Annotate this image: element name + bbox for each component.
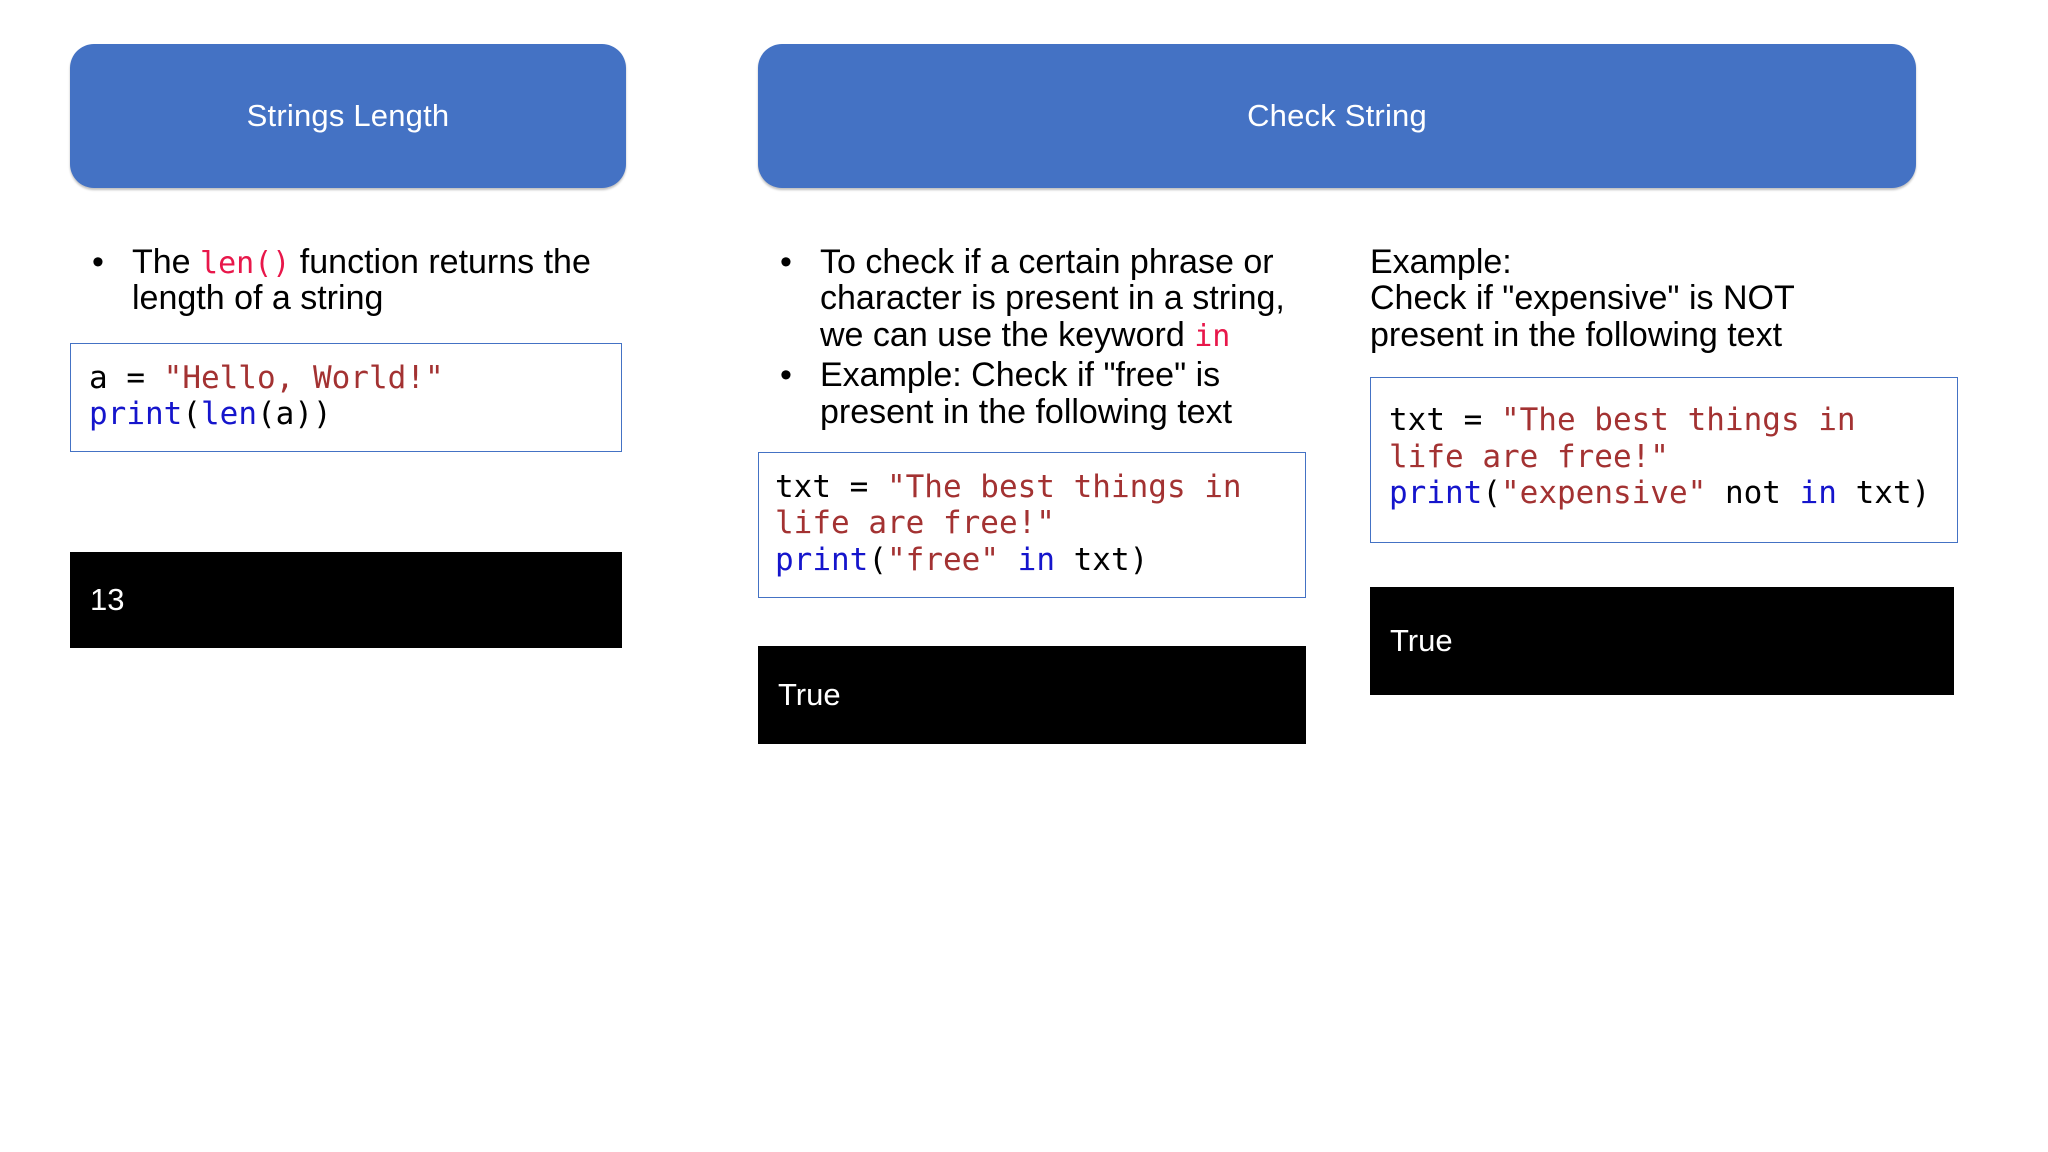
list-item: • The len() function returns the length o…: [70, 244, 640, 317]
code-token: (: [1482, 475, 1501, 512]
code-token: not: [1706, 475, 1800, 512]
code-token: a =: [89, 359, 164, 396]
code-line: print("free" in txt): [775, 542, 1289, 579]
list-item: • To check if a certain phrase or charact…: [758, 244, 1318, 353]
banner-strings-length-label: Strings Length: [246, 98, 450, 133]
bullet-dot-icon: •: [780, 243, 792, 281]
code-token: print: [1389, 475, 1483, 512]
code-token: txt): [1054, 542, 1149, 579]
code-token: print: [775, 542, 869, 579]
console-output-check-string: True: [758, 645, 1306, 744]
code-block-not-in-example: txt = "The best things in life are free!…: [1370, 377, 1958, 543]
bullet-dot-icon: •: [780, 356, 792, 395]
inline-code-in: in: [1194, 318, 1231, 354]
console-output-not-in-example: True: [1370, 586, 1954, 695]
console-output-text: 13: [90, 581, 125, 617]
code-token: "free": [887, 542, 999, 579]
console-output-strings-length: 13: [70, 551, 622, 648]
console-output-text: True: [778, 676, 841, 712]
bullet-text-pre: To check if a certain phrase or characte…: [820, 243, 1285, 354]
code-token: (: [182, 396, 201, 433]
code-line: txt = "The best things in life are free!…: [775, 469, 1289, 542]
code-token: (a)): [257, 396, 332, 433]
example-line: Example:: [1370, 243, 1512, 281]
code-token: print: [89, 396, 183, 433]
code-line: print("expensive" not in txt): [1389, 475, 1939, 512]
code-token: len: [201, 396, 257, 433]
example-description: Example: Check if "expensive" is NOT pre…: [1370, 243, 1970, 354]
code-token: txt =: [775, 468, 887, 505]
example-line: present in the following text: [1370, 315, 1783, 354]
bullet-text-pre: Example: Check if "free" is present in t…: [820, 356, 1233, 431]
column-check-string: • To check if a certain phrase or charact…: [758, 244, 1318, 744]
code-token: in: [1017, 542, 1055, 579]
inline-code-len: len(): [200, 246, 291, 281]
bullet-dot-icon: •: [92, 243, 104, 281]
code-block-strings-length: a = "Hello, World!"print(len(a)): [70, 342, 622, 452]
bullet-list-strings-length: • The len() function returns the length o…: [70, 244, 640, 317]
code-token: in: [1799, 475, 1837, 512]
code-line: a = "Hello, World!": [89, 360, 603, 397]
code-line: print(len(a)): [89, 396, 603, 433]
banner-check-string: Check String: [758, 44, 1916, 188]
banner-check-string-label: Check String: [1247, 98, 1427, 133]
code-token: "The best things in life are free!": [775, 468, 1261, 542]
code-token: "Hello, World!": [163, 359, 444, 396]
example-line: Check if "expensive" is NOT: [1370, 279, 1795, 318]
list-item: • Example: Check if "free" is present in …: [758, 357, 1318, 430]
bullet-list-check-string: • To check if a certain phrase or charact…: [758, 244, 1318, 430]
bullet-text-pre: The: [132, 243, 201, 281]
code-token: (: [868, 542, 887, 579]
code-token: "The best things in life are free!": [1389, 402, 1875, 475]
console-output-text: True: [1390, 622, 1453, 658]
code-token: txt =: [1389, 402, 1501, 439]
bullet-text-post: function returns the length of a string: [132, 243, 591, 318]
code-token: "expensive": [1501, 475, 1707, 512]
code-token: [999, 542, 1018, 578]
banner-strings-length: Strings Length: [70, 44, 626, 188]
code-token: txt): [1836, 475, 1931, 512]
code-block-check-string: txt = "The best things in life are free!…: [758, 451, 1306, 598]
code-line: txt = "The best things in life are free!…: [1389, 402, 1939, 475]
column-strings-length: • The len() function returns the length o…: [70, 244, 640, 648]
column-not-in-example: Example: Check if "expensive" is NOT pre…: [1370, 244, 1970, 695]
